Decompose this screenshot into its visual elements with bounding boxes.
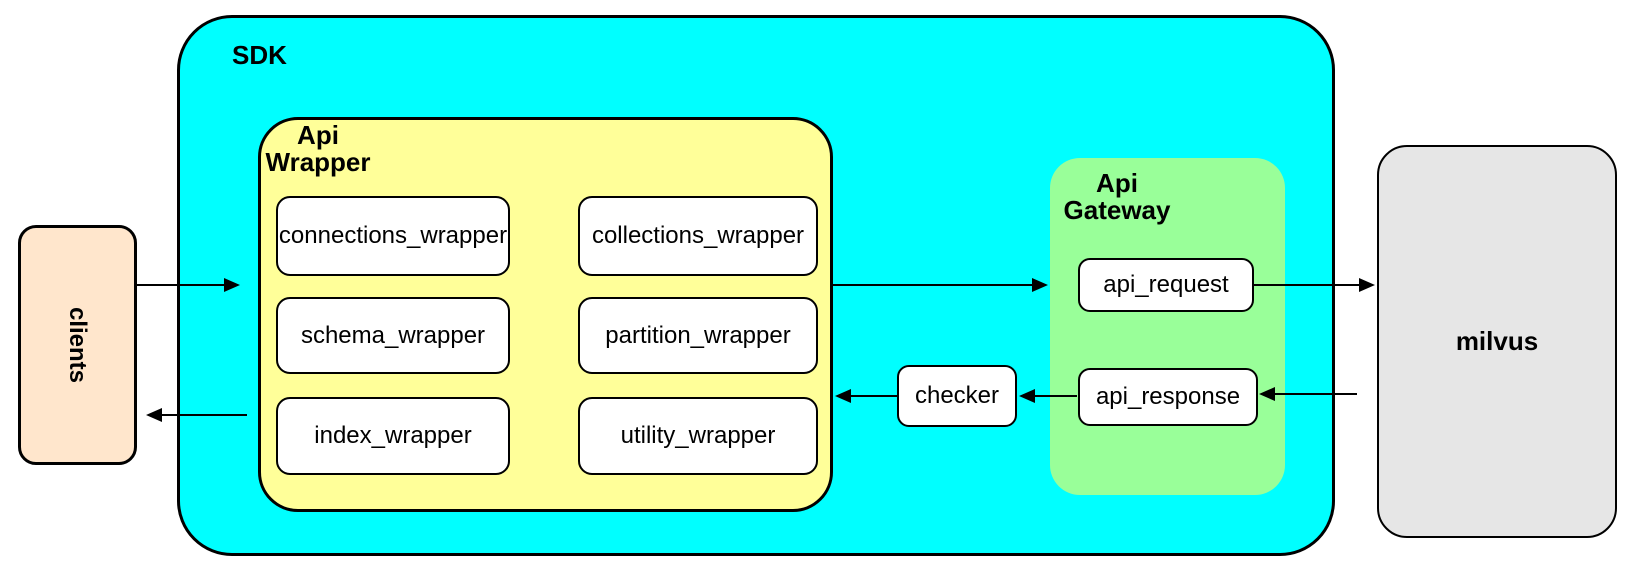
milvus-node: milvus xyxy=(1377,145,1617,538)
api-response-node: api_response xyxy=(1078,368,1258,426)
schema-wrapper-label: schema_wrapper xyxy=(300,321,486,349)
checker-label: checker xyxy=(914,382,1000,409)
api-wrapper-label-line1: Api xyxy=(297,120,339,150)
partition-wrapper-label: partition_wrapper xyxy=(605,321,791,349)
api-gateway-label: Api Gateway xyxy=(1050,170,1184,224)
collections-wrapper-label: collections_wrapper xyxy=(591,222,805,249)
api-gateway-container xyxy=(1050,158,1285,495)
utility-wrapper-node: utility_wrapper xyxy=(578,397,818,475)
api-response-label: api_response xyxy=(1095,383,1241,410)
milvus-label: milvus xyxy=(1455,326,1539,356)
api-gateway-label-line2: Gateway xyxy=(1063,195,1171,225)
api-request-label: api_request xyxy=(1103,271,1229,298)
schema-wrapper-node: schema_wrapper xyxy=(276,297,510,374)
connections-wrapper-label: connections_wrapper xyxy=(278,222,508,249)
index-wrapper-label: index_wrapper xyxy=(314,422,472,449)
sdk-label: SDK xyxy=(232,40,287,70)
collections-wrapper-node: collections_wrapper xyxy=(578,196,818,276)
clients-label: clients xyxy=(64,306,92,384)
checker-node: checker xyxy=(897,365,1017,427)
partition-wrapper-node: partition_wrapper xyxy=(578,297,818,374)
clients-node: clients xyxy=(18,225,137,465)
index-wrapper-node: index_wrapper xyxy=(276,397,510,475)
api-request-node: api_request xyxy=(1078,258,1254,312)
connections-wrapper-node: connections_wrapper xyxy=(276,196,510,276)
api-gateway-label-line1: Api xyxy=(1096,168,1138,198)
api-wrapper-label: Api Wrapper xyxy=(258,122,378,176)
utility-wrapper-label: utility_wrapper xyxy=(620,422,776,449)
api-wrapper-label-line2: Wrapper xyxy=(265,147,371,177)
